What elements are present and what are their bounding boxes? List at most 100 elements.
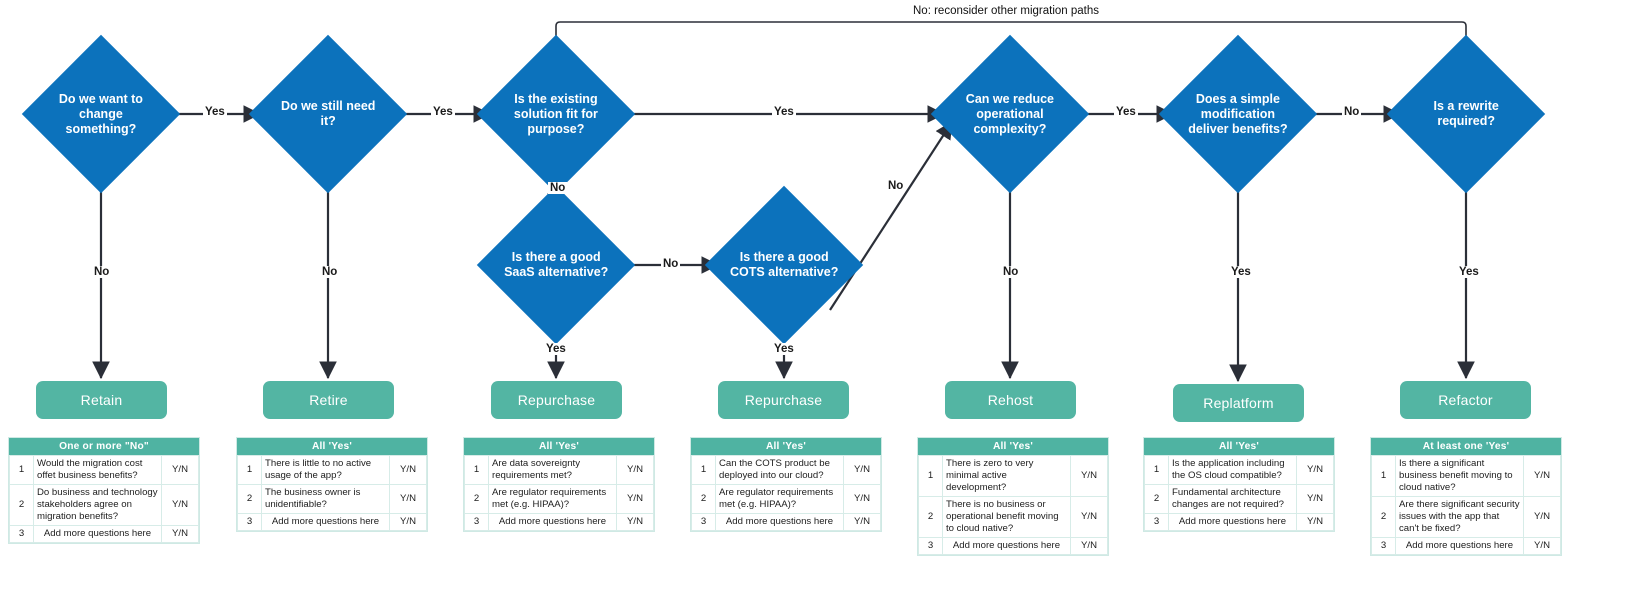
row-number: 1 [464,455,489,485]
row-number: 2 [1371,495,1396,538]
row-answer[interactable]: Y/N [161,483,199,526]
row-answer[interactable]: Y/N [843,483,881,514]
outcome-refactor[interactable]: Refactor [1400,381,1531,419]
row-question: Fundamental architecture changes are not… [1168,483,1297,514]
table-header: One or more "No" [9,438,199,455]
row-answer[interactable]: Y/N [616,455,654,485]
row-number: 3 [1371,536,1396,555]
row-answer[interactable]: Y/N [389,483,427,514]
row-number: 3 [237,512,262,531]
row-question: Is the application including the OS clou… [1168,455,1297,485]
row-answer[interactable]: Y/N [616,512,654,531]
table-header: All 'Yes' [464,438,654,455]
row-number: 1 [237,455,262,485]
row-question: Add more questions here [942,536,1071,555]
table-header: All 'Yes' [1144,438,1334,455]
edge-label-yes-1: Yes [203,106,227,118]
row-number: 1 [918,455,943,497]
edge-label-yes-saas-down: Yes [544,343,568,355]
decision-label: Does a simple modification deliver benef… [1188,91,1288,136]
outcome-label: Retire [309,392,348,408]
edge-label-no-rehost: No [1001,266,1021,278]
row-answer[interactable]: Y/N [843,455,881,485]
outcome-retain[interactable]: Retain [36,381,167,419]
decision-label: Is a rewrite required? [1433,99,1499,128]
row-question: There is zero to very minimal active dev… [942,455,1071,497]
edge-label-yes-4: Yes [1114,106,1138,118]
row-answer[interactable]: Y/N [1070,495,1108,538]
row-answer[interactable]: Y/N [1523,536,1561,555]
row-question: Add more questions here [261,512,390,531]
row-answer[interactable]: Y/N [1296,455,1334,485]
decision-label: Is there a good COTS alternative? [729,250,839,279]
edge-label-no-saas: No [661,258,681,270]
row-answer[interactable]: Y/N [1296,483,1334,514]
row-answer[interactable]: Y/N [1296,512,1334,531]
edge-label-no-retire: No [320,266,340,278]
outcome-label: Rehost [987,392,1034,408]
row-answer[interactable]: Y/N [389,512,427,531]
row-number: 2 [918,495,943,538]
row-question: Are regulator requirements met (e.g. HIP… [488,483,617,514]
row-question: Add more questions here [488,512,617,531]
edge-label-no-retain: No [92,266,112,278]
outcome-retire[interactable]: Retire [263,381,394,419]
edge-label-yes-replatform: Yes [1229,266,1253,278]
row-question: Add more questions here [1168,512,1297,531]
outcome-repurchase-saas[interactable]: Repurchase [491,381,622,419]
table-header: At least one 'Yes' [1371,438,1561,455]
row-question: Add more questions here [1395,536,1524,555]
row-answer[interactable]: Y/N [1070,455,1108,497]
table-header: All 'Yes' [237,438,427,455]
decision-label: Is there a good SaaS alternative? [503,250,609,279]
decision-label: Do we want to change something? [58,91,144,136]
outcome-repurchase-cots[interactable]: Repurchase [718,381,849,419]
row-question: Add more questions here [33,524,162,543]
row-answer[interactable]: Y/N [161,524,199,543]
row-number: 1 [9,455,34,485]
row-question: Can the COTS product be deployed into ou… [715,455,844,485]
outcome-rehost[interactable]: Rehost [945,381,1076,419]
row-answer[interactable]: Y/N [1070,536,1108,555]
edge-label-no-cots: No [886,180,906,192]
row-answer[interactable]: Y/N [616,483,654,514]
decision-label: Do we still need it? [280,99,376,128]
outcome-replatform[interactable]: Replatform [1173,384,1304,422]
row-answer[interactable]: Y/N [1523,455,1561,497]
row-question: There is little to no active usage of th… [261,455,390,485]
row-number: 3 [464,512,489,531]
row-number: 2 [464,483,489,514]
row-number: 1 [691,455,716,485]
row-answer[interactable]: Y/N [1523,495,1561,538]
outcome-label: Retain [80,392,123,408]
row-answer[interactable]: Y/N [389,455,427,485]
row-answer[interactable]: Y/N [843,512,881,531]
outcome-label: Replatform [1203,395,1274,411]
feedback-loop-label: No: reconsider other migration paths [913,5,1100,17]
row-answer[interactable]: Y/N [161,455,199,485]
row-question: The business owner is unidentifiable? [261,483,390,514]
row-question: Are data sovereignty requirements met? [488,455,617,485]
